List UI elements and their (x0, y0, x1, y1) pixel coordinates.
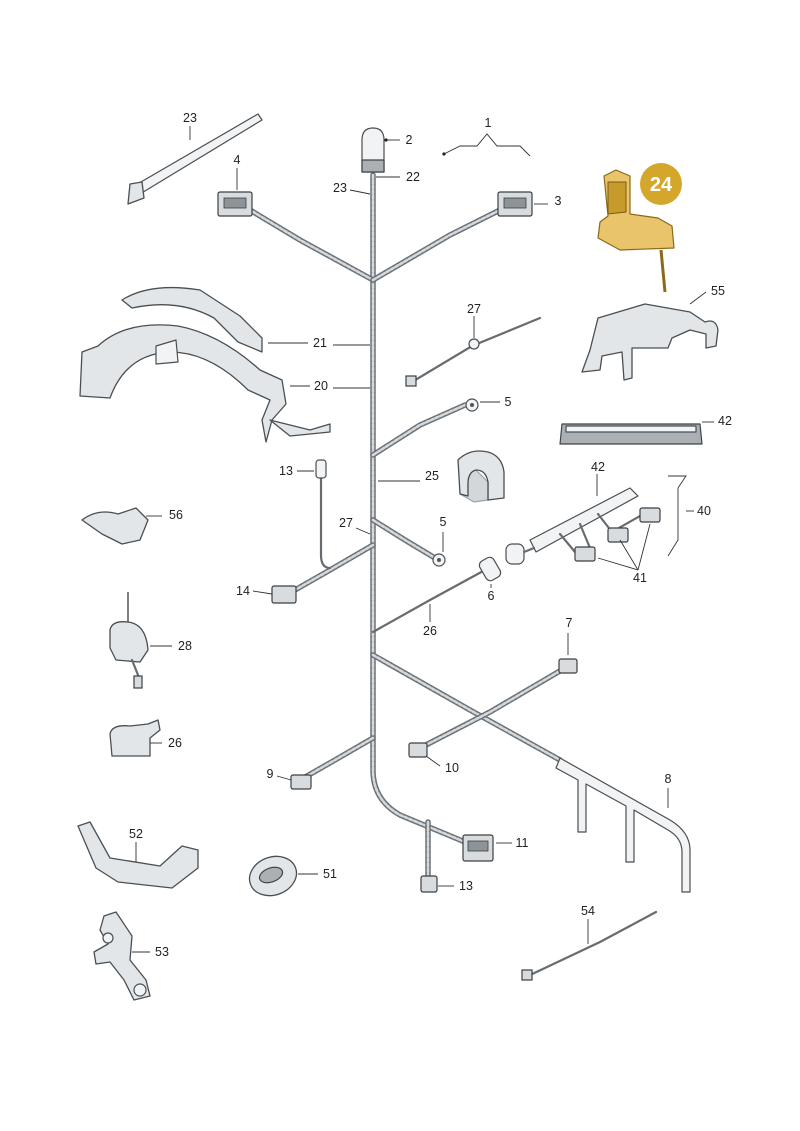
callout-8: 8 (665, 772, 672, 786)
callout-13-lower: 13 (459, 879, 473, 893)
callout-26-clamp: 26 (168, 736, 182, 750)
callout-42-small: 42 (591, 460, 605, 474)
callout-40: 40 (697, 504, 711, 518)
callout-27-upper: 27 (467, 302, 481, 316)
callout-21: 21 (313, 336, 327, 350)
callout-1: 1 (485, 116, 492, 130)
callout-26-harness: 26 (423, 624, 437, 638)
callout-6: 6 (488, 589, 495, 603)
callout-25: 25 (425, 469, 439, 483)
callout-13-upper: 13 (279, 464, 293, 478)
callout-2: 2 (406, 133, 413, 147)
callout-42-strip: 42 (718, 414, 732, 428)
leader-lines (132, 126, 714, 953)
callout-11: 11 (516, 836, 529, 850)
callout-5-lower: 5 (440, 515, 447, 529)
callout-54: 54 (581, 904, 595, 918)
callout-28: 28 (178, 639, 192, 653)
callout-23-trunk: 23 (333, 181, 347, 195)
tube-assembly-part-8 (555, 757, 691, 893)
callout-55: 55 (711, 284, 725, 298)
clamp-part-26 (109, 719, 161, 757)
callout-20: 20 (314, 379, 328, 393)
sub-harness-part-40 (505, 487, 661, 565)
cable-tie-part-27 (405, 316, 542, 387)
main-harness (247, 172, 568, 883)
callout-52: 52 (129, 827, 143, 841)
cable-tie-part-23 (127, 113, 263, 205)
callout-5-upper: 5 (505, 395, 512, 409)
callout-labels: 1 2 3 4 5 5 6 7 8 9 10 11 13 13 14 20 21… (129, 111, 732, 959)
sensor-part-28 (109, 592, 149, 689)
connector-part-11 (462, 834, 494, 862)
callout-22: 22 (406, 170, 420, 184)
duct-part-20 (79, 324, 331, 443)
callout-23-upper: 23 (183, 111, 197, 125)
connector-part-4 (217, 191, 253, 217)
callout-14: 14 (236, 584, 250, 598)
callout-41: 41 (633, 571, 647, 585)
connector-part-3 (497, 191, 533, 217)
clip-part-25 (457, 450, 505, 503)
grommet-part-51 (248, 855, 298, 897)
duct-part-21 (121, 286, 263, 353)
callout-10: 10 (445, 761, 459, 775)
callout-4: 4 (234, 153, 241, 167)
badge-label-24: 24 (650, 174, 673, 196)
harness-connectors (217, 127, 578, 893)
clip-part-56 (81, 507, 149, 545)
connector-part-6 (478, 556, 502, 582)
bracket-part-55 (581, 303, 719, 381)
end-cap-part (361, 127, 385, 173)
callout-53: 53 (155, 945, 169, 959)
callout-56: 56 (169, 508, 183, 522)
cable-tie-part-54 (521, 910, 658, 981)
callout-3: 3 (555, 194, 562, 208)
callout-7: 7 (566, 616, 573, 630)
callout-51: 51 (323, 867, 337, 881)
bracket-part-52 (77, 821, 199, 889)
bracket-part-24-highlighted (597, 169, 675, 293)
callout-9: 9 (267, 767, 274, 781)
highlight-badge: 24 (640, 163, 682, 205)
connector-strip-part-42 (559, 423, 703, 445)
callout-27-harness: 27 (339, 516, 353, 530)
bracket-part-53 (93, 911, 151, 1001)
